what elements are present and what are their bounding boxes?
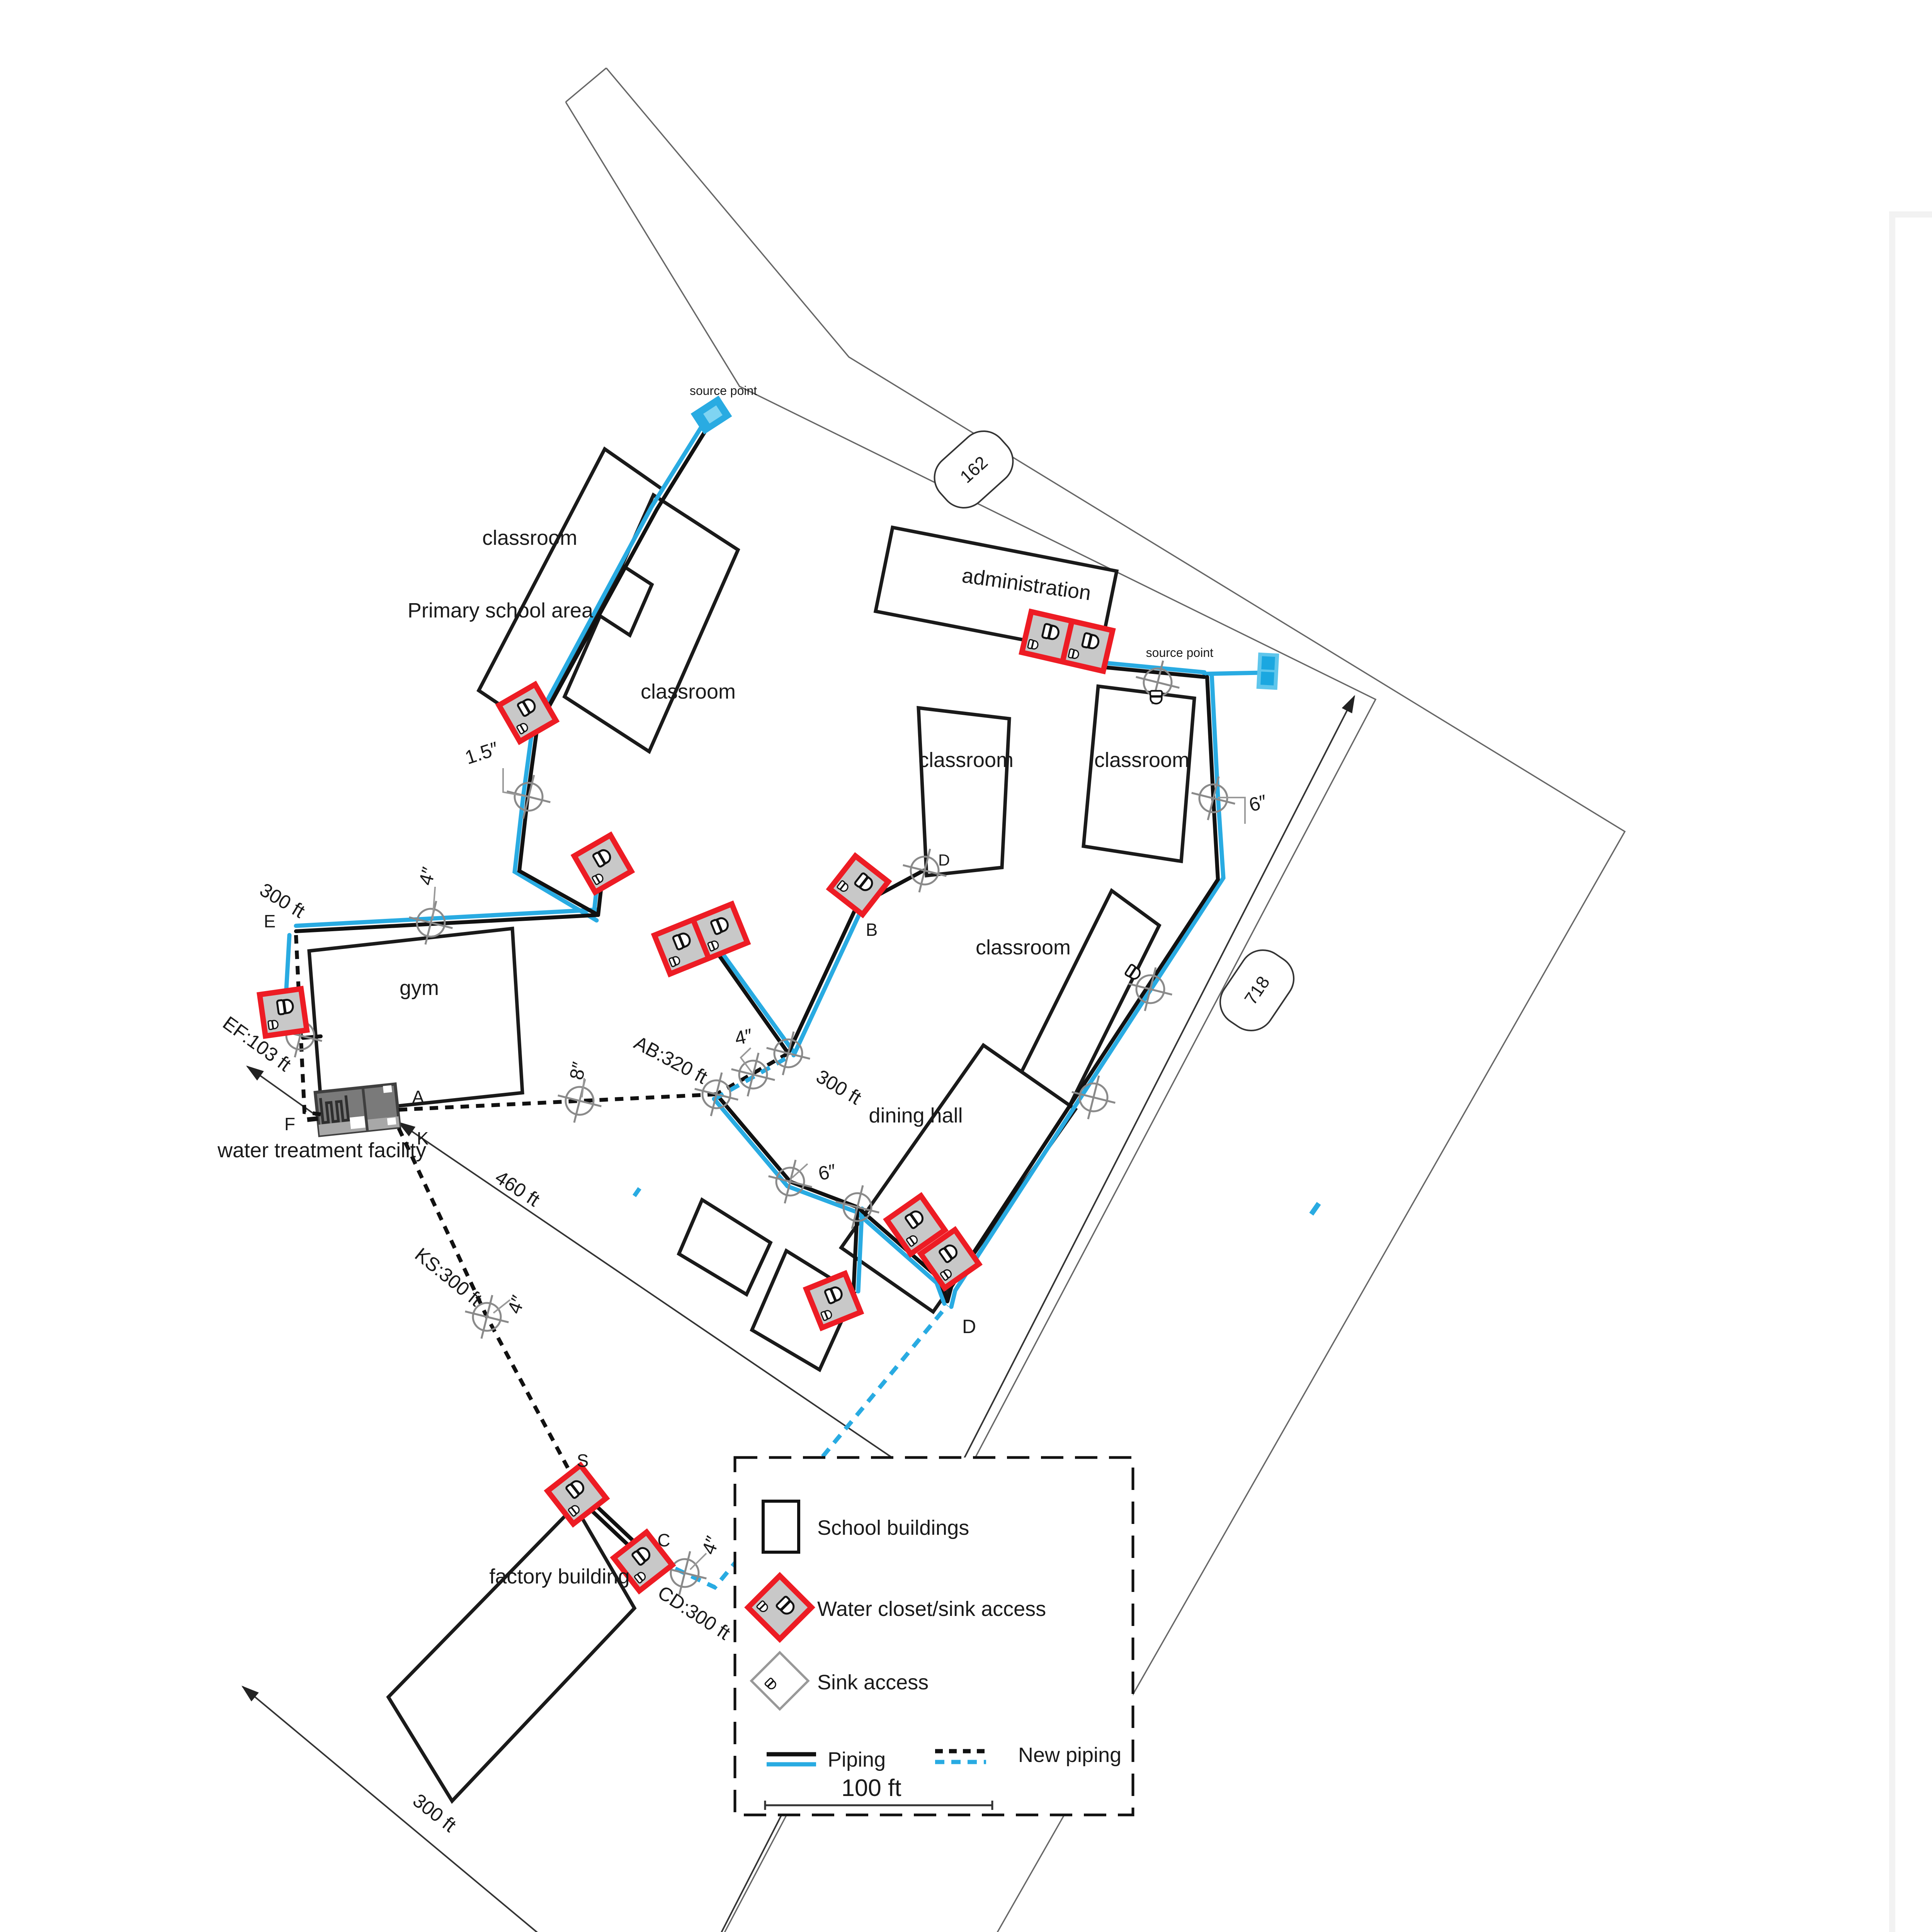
building-small-1	[677, 1197, 773, 1297]
point-b: B	[866, 920, 878, 940]
wc-icon-gym	[260, 989, 307, 1036]
point-d-classroom: D	[938, 851, 950, 869]
dist-300-center: 300 ft	[813, 1065, 865, 1109]
size-6-center: 6″	[816, 1160, 838, 1185]
wc-icon-classroom-nw2	[574, 835, 631, 892]
building-classroom-c1	[917, 706, 1011, 878]
new-pipe-ef	[294, 935, 321, 1116]
size-4-ab: 4″	[733, 1024, 754, 1049]
legend-water-closet-label: Water closet/sink access	[817, 1597, 1046, 1621]
label-gym: gym	[400, 976, 439, 1000]
point-f: F	[284, 1114, 295, 1134]
piping-blue	[284, 414, 1263, 1309]
treatment-coil	[319, 1095, 350, 1124]
dist-ab: AB:320 ft	[631, 1032, 711, 1088]
label-water-treatment: water treatment facility	[217, 1139, 426, 1162]
source-point-left	[690, 395, 732, 435]
size-4-cd: 4″	[697, 1533, 724, 1557]
measure-460ft	[397, 1121, 961, 1504]
legend-sink-icon	[750, 1651, 810, 1711]
legend-sink-access-label: Sink access	[817, 1671, 929, 1694]
new-pipe-cd	[658, 1304, 949, 1590]
size-4-main: 4″	[415, 865, 440, 887]
label-classroom-long: classroom	[976, 936, 1071, 959]
treatment-inlet-stub	[307, 1116, 318, 1122]
sink-glyph-classroom-c2	[1150, 691, 1162, 704]
label-classroom-c2: classroom	[1094, 748, 1189, 772]
point-e: E	[264, 911, 276, 931]
road-shield-162: 162	[934, 430, 1014, 509]
legend-school-building-icon	[762, 1500, 800, 1554]
legend-new-piping-label: New piping	[1018, 1743, 1121, 1767]
buildings	[307, 446, 1196, 1804]
water-treatment-facility	[307, 1082, 401, 1137]
size-leaders	[432, 768, 1246, 1570]
wc-icon-center	[655, 904, 748, 974]
size-1-5: 1.5″	[463, 738, 501, 769]
dist-cd: CD:300 ft	[654, 1582, 734, 1644]
point-c: C	[657, 1530, 670, 1550]
wc-icon-b	[830, 856, 888, 915]
label-dining-hall: dining hall	[869, 1104, 963, 1127]
size-6-east: 6″	[1247, 791, 1269, 816]
building-classroom-c2	[1082, 684, 1196, 864]
legend-school-buildings-label: School buildings	[817, 1516, 969, 1539]
point-d-dining: D	[962, 1316, 976, 1337]
size-8: 8″	[565, 1060, 590, 1082]
building-factory	[386, 1503, 637, 1804]
label-primary-school-area: Primary school area	[408, 599, 594, 622]
building-labels: classroom Primary school area classroom …	[217, 526, 1189, 1588]
label-classroom-nw: classroom	[482, 526, 577, 549]
stray-dash-2	[633, 1187, 641, 1197]
measure-300ft-sw	[241, 1685, 646, 1932]
stray-dash-1	[1309, 1202, 1321, 1216]
artboard-frame	[1889, 211, 1932, 1932]
point-k: K	[417, 1128, 429, 1148]
size-4-ks: 4″	[503, 1293, 529, 1316]
legend: School buildings Water closet/sink acces…	[733, 1456, 1134, 1816]
label-factory: factory building	[489, 1565, 629, 1588]
label-source-point-right: source point	[1146, 646, 1213, 660]
dist-ks: KS:300 ft	[411, 1243, 486, 1310]
road-shield-718: 718	[1219, 949, 1295, 1032]
legend-scale-label: 100 ft	[841, 1775, 901, 1801]
point-s: S	[577, 1451, 589, 1471]
new-pipe-ab-junction-blue	[712, 1057, 786, 1102]
pipe-size-labels: 1.5″ 4″ 6″ 8″ 4″ 6″ 4″ 4″	[415, 738, 1269, 1557]
point-a: A	[412, 1087, 424, 1107]
road-cap	[565, 67, 607, 103]
new-pipe-a-line	[398, 1092, 717, 1112]
label-source-point-left: source point	[690, 384, 757, 398]
legend-piping-label: Piping	[828, 1748, 886, 1771]
label-classroom-nw2: classroom	[641, 680, 736, 703]
new-piping-blue	[658, 1057, 949, 1590]
legend-wc-icon	[744, 1572, 815, 1643]
label-classroom-c1: classroom	[918, 748, 1014, 772]
legend-scale-bar	[764, 1801, 993, 1810]
building-gym	[307, 927, 524, 1116]
point-labels: E F A K B D D S C	[264, 851, 976, 1550]
source-point-right	[1256, 652, 1279, 690]
